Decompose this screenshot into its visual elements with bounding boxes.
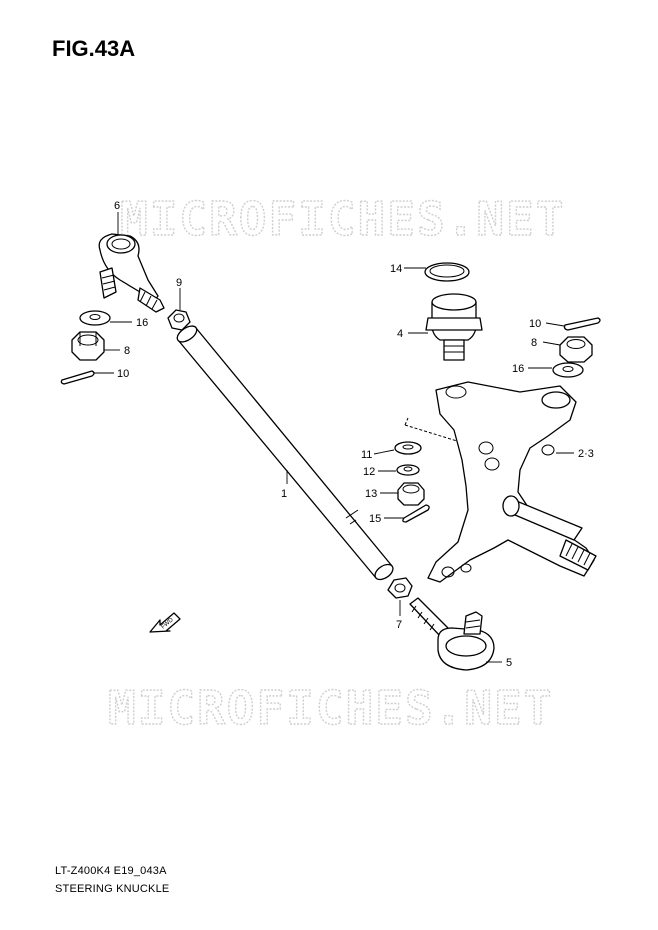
tie-rod — [176, 325, 394, 581]
callout-2-3: 2·3 — [578, 448, 594, 460]
callout-10-right: 10 — [529, 318, 541, 330]
callout-14: 15 — [369, 513, 381, 525]
callout-11: 11 — [361, 449, 372, 461]
callout-1: 1 — [281, 488, 287, 500]
castle-nut-right — [559, 336, 593, 363]
tie-rod-end-outer — [98, 233, 165, 313]
tie-rod-end-inner — [409, 597, 495, 671]
seal-washer — [394, 441, 422, 455]
circlip — [424, 262, 470, 282]
callout-16-left: 16 — [136, 317, 148, 329]
lock-nut-lower — [387, 577, 413, 599]
cotter-pin-right — [563, 317, 601, 331]
castle-nut-left — [71, 331, 105, 361]
leader-11 — [373, 449, 395, 455]
callout-10-left: 10 — [117, 368, 129, 380]
callout-8-left: 8 — [124, 345, 130, 357]
washer-right — [552, 362, 584, 378]
ball-joint — [425, 293, 483, 361]
fwd-arrow-icon: FWD — [149, 612, 181, 633]
cotter-pin-left — [60, 370, 95, 385]
castle-nut-knuckle — [397, 482, 425, 506]
flat-washer — [396, 464, 420, 476]
callout-4: 4 — [397, 328, 403, 340]
callout-12: 12 — [363, 466, 375, 478]
callout-13: 13 — [365, 488, 377, 500]
callout-16-right: 16 — [512, 363, 524, 375]
leader-8b — [542, 341, 561, 346]
watermark-top: MICROFICHES.NET — [120, 192, 565, 246]
section-name: STEERING KNUCKLE — [55, 883, 170, 895]
model-code: LT-Z400K4 E19_043A — [55, 865, 167, 877]
figure-title: FIG.43A — [52, 36, 136, 61]
callout-7: 7 — [396, 619, 402, 631]
leader-10b — [545, 322, 565, 327]
callout-5: 5 — [506, 657, 512, 669]
watermark-bottom: MICROFICHES.NET — [108, 681, 553, 735]
lock-nut-upper — [167, 309, 191, 331]
callout-15: 14 — [390, 263, 402, 275]
callout-9: 9 — [176, 277, 182, 289]
cotter-pin-knuckle — [402, 504, 430, 523]
washer-left — [79, 310, 111, 326]
callout-6: 6 — [114, 200, 120, 212]
steering-knuckle — [427, 381, 597, 583]
callout-8-right: 8 — [531, 337, 537, 349]
